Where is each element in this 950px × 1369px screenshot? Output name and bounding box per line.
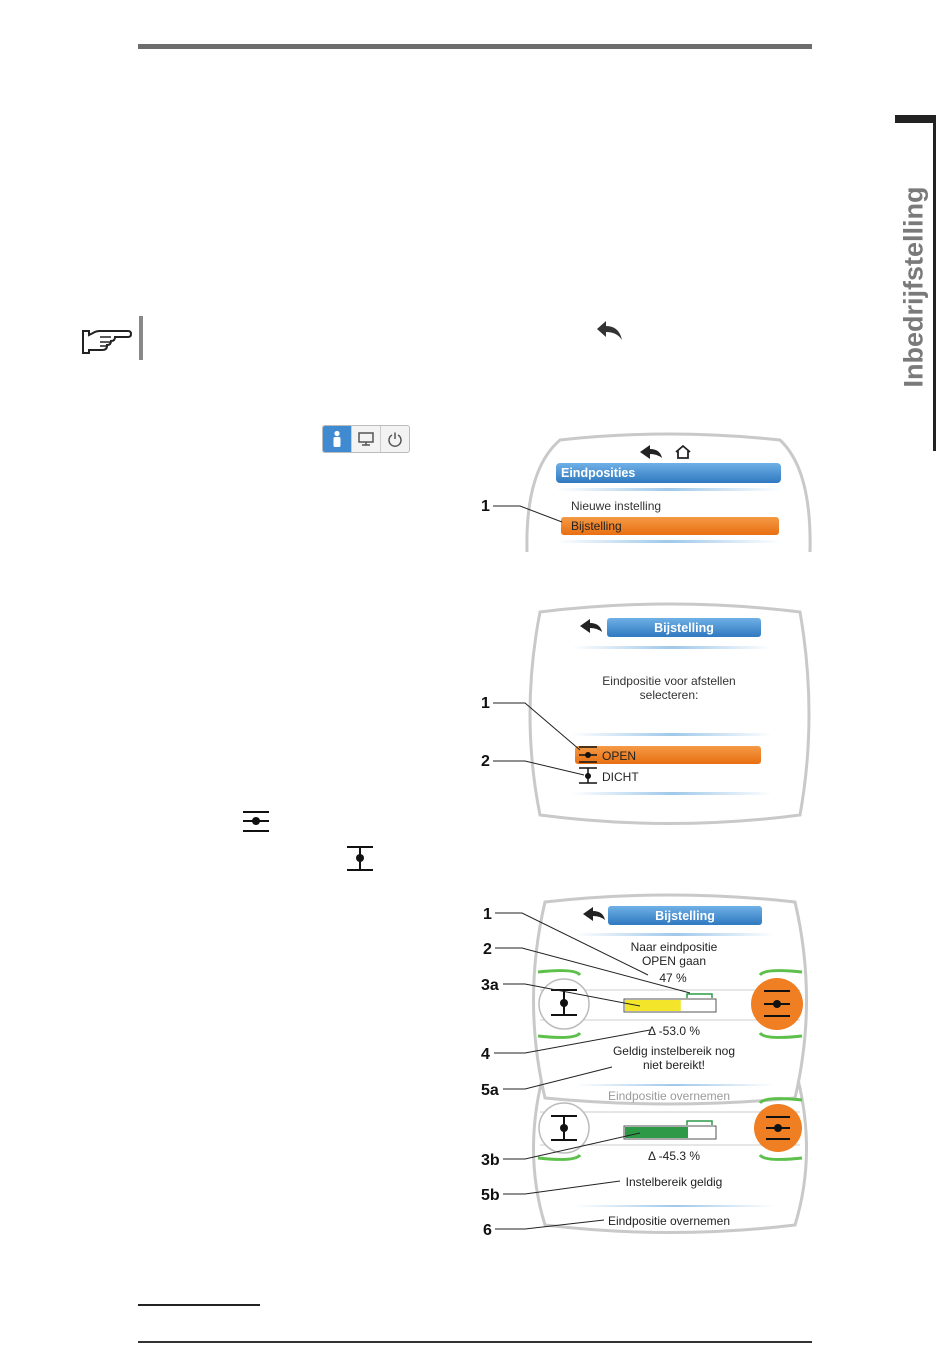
- pointing-hand-icon: [82, 330, 132, 354]
- callout-2: 2: [483, 941, 492, 958]
- screen1-header-bar: [556, 463, 781, 483]
- progress-fill-valid: [625, 1127, 688, 1138]
- screen3-msg-b: Instelbereik geldig: [626, 1175, 723, 1189]
- screen3-footer-b[interactable]: Eindpositie overnemen: [608, 1214, 730, 1228]
- side-tab-cap: [895, 115, 936, 123]
- callout-6: 6: [483, 1222, 492, 1239]
- callout-1: 1: [483, 906, 492, 923]
- valid-range-marker: [686, 993, 713, 998]
- screen3-title-line2: OPEN gaan: [642, 954, 706, 968]
- display-icon: [352, 426, 381, 452]
- screen3-percent: 47 %: [659, 971, 687, 985]
- closed-endposition-icon: [347, 846, 373, 871]
- screen-bijstelling-select: Bijstelling Eindpositie voor afstellen s…: [481, 602, 811, 825]
- screen-bijstelling-move: Bijstelling Naar eindpositie OPEN gaan 4…: [481, 893, 808, 1239]
- close-direction-button[interactable]: [538, 1102, 590, 1154]
- callout-5a: 5a: [481, 1082, 499, 1099]
- callout-1: 1: [481, 695, 490, 712]
- valid-range-marker: [686, 1120, 713, 1125]
- power-icon: [381, 426, 409, 452]
- screen3-footer-a[interactable]: Eindpositie overnemen: [608, 1089, 730, 1103]
- bottom-rule: [138, 1341, 812, 1343]
- screen2-item-open[interactable]: OPEN: [602, 749, 636, 763]
- callout-4: 4: [481, 1046, 490, 1063]
- screen2-item-open-highlight[interactable]: [575, 746, 761, 764]
- top-rule: [138, 44, 812, 49]
- close-direction-button[interactable]: [538, 978, 590, 1030]
- screen3-msg-a-line1: Geldig instelbereik nog: [613, 1044, 735, 1058]
- callout-3a: 3a: [481, 977, 499, 994]
- mode-selector: [322, 425, 410, 453]
- screen1-item-bijstelling[interactable]: Bijstelling: [571, 519, 622, 533]
- open-endposition-icon: [579, 746, 597, 763]
- closed-endposition-icon: [579, 767, 597, 784]
- callout-5b: 5b: [481, 1187, 500, 1204]
- screen2-header-bar: [607, 618, 761, 637]
- screen3-msg-a-line2: niet bereikt!: [643, 1058, 705, 1072]
- screen3-header-bar: [608, 906, 762, 925]
- screen2-prompt-line2: selecteren:: [640, 688, 699, 702]
- callout-1: 1: [481, 498, 490, 515]
- screen2-header: Bijstelling: [654, 621, 714, 635]
- back-arrow-icon[interactable]: [640, 445, 662, 459]
- note-bar: [139, 316, 143, 360]
- side-tab-label: Inbedrijfstelling: [898, 186, 929, 388]
- side-tab: [895, 115, 936, 451]
- screen3-header: Bijstelling: [655, 909, 715, 923]
- back-arrow-icon[interactable]: [583, 907, 605, 921]
- screen3-title-line1: Naar eindpositie: [631, 940, 718, 954]
- open-endposition-icon: [243, 811, 269, 832]
- back-arrow-icon[interactable]: [580, 619, 602, 633]
- progress-fill-invalid: [625, 1000, 681, 1011]
- screen2-item-dicht[interactable]: DICHT: [602, 770, 639, 784]
- screen3-delta-a: Δ -53.0 %: [648, 1024, 700, 1038]
- screen-eindposities: Eindposities Nieuwe instelling Bijstelli…: [481, 432, 812, 552]
- screen1-item-nieuwe-instelling[interactable]: Nieuwe instelling: [571, 499, 661, 513]
- open-direction-button[interactable]: [751, 978, 803, 1030]
- home-icon[interactable]: [675, 444, 691, 459]
- back-arrow-icon: [597, 321, 622, 340]
- screen1-header: Eindposities: [561, 466, 635, 480]
- user-icon: [323, 426, 352, 452]
- screen1-item-bijstelling-highlight[interactable]: [561, 517, 779, 535]
- footnote-rule: [138, 1304, 260, 1306]
- open-direction-button[interactable]: [754, 1104, 802, 1152]
- screen2-prompt-line1: Eindpositie voor afstellen: [602, 674, 735, 688]
- callout-3b: 3b: [481, 1152, 500, 1169]
- screen3-delta-b: Δ -45.3 %: [648, 1149, 700, 1163]
- callout-2: 2: [481, 753, 490, 770]
